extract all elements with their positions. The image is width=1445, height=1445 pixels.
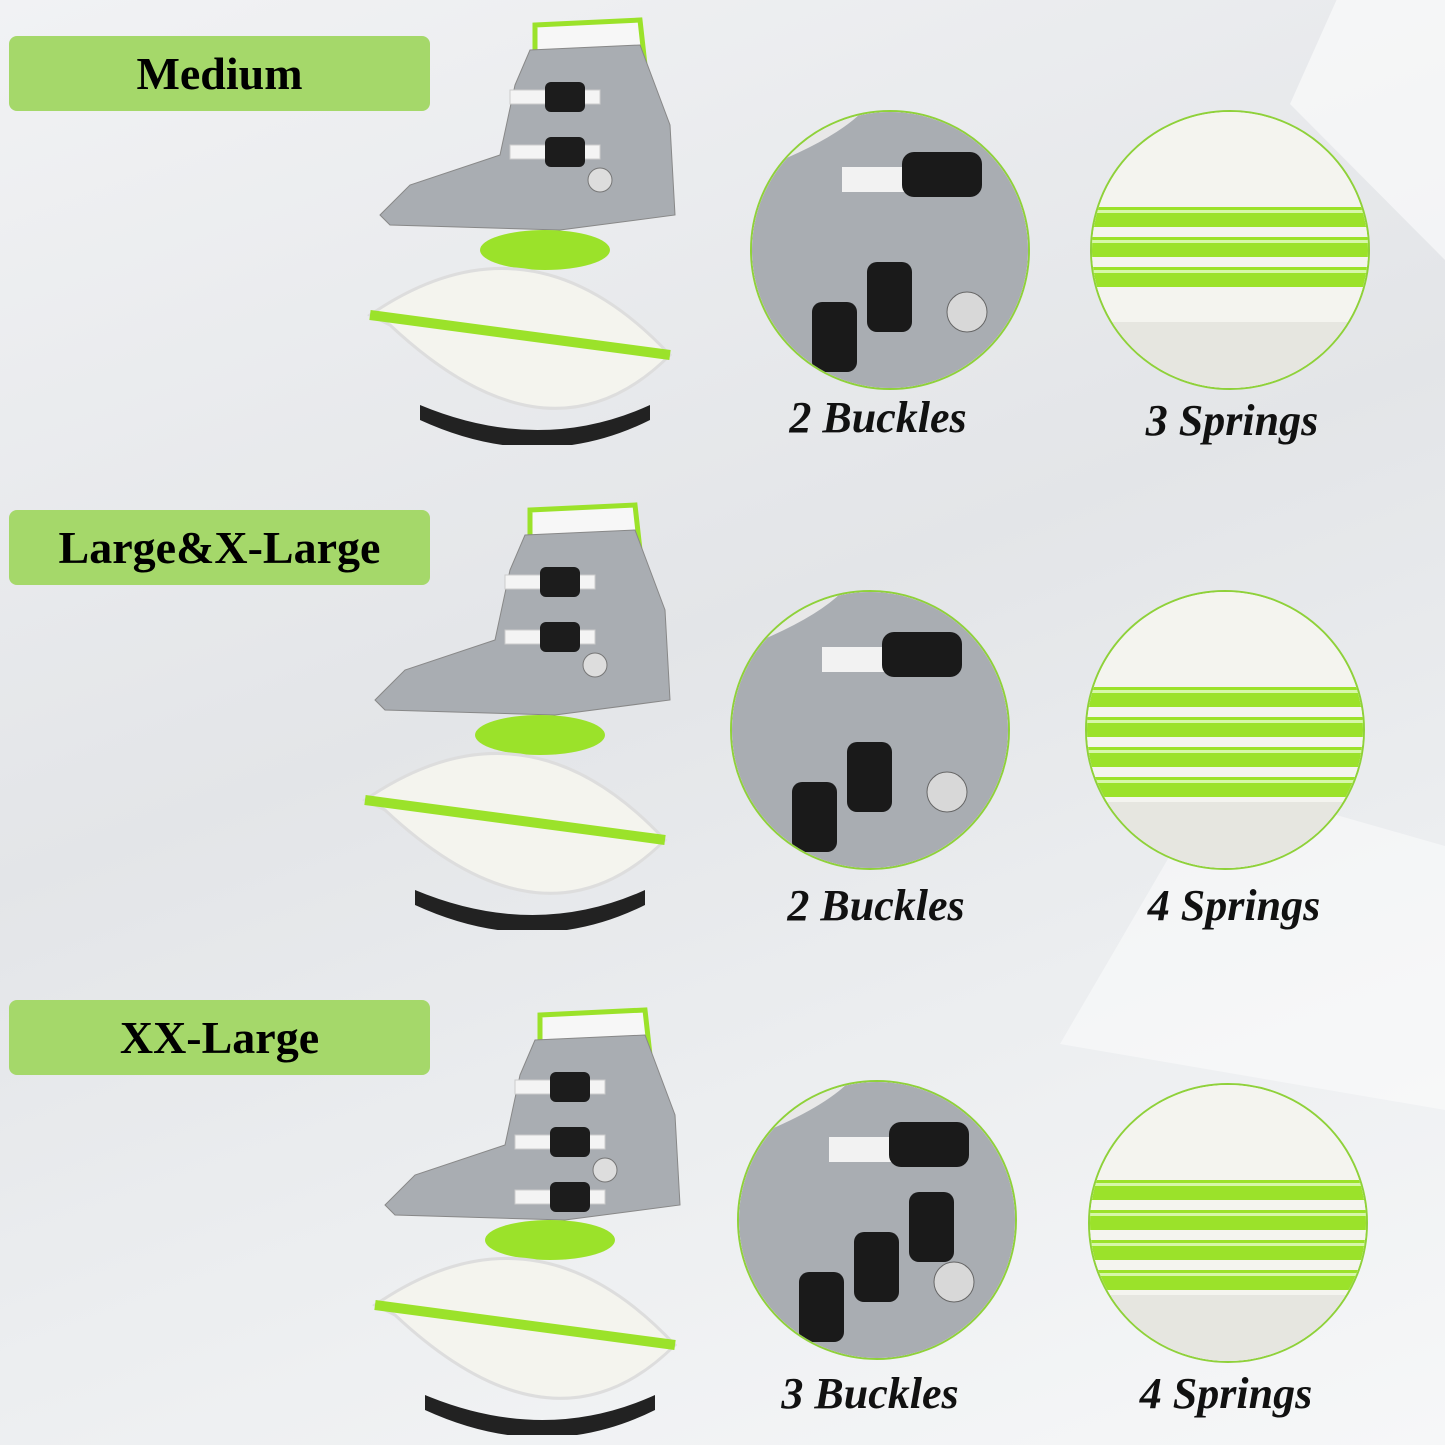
buckles-caption: 2 Buckles — [789, 393, 967, 442]
kangoo-shoe-large — [345, 490, 685, 933]
buckles-closeup — [750, 110, 1030, 390]
buckles-closeup — [730, 590, 1010, 870]
boot-shell — [374, 529, 671, 716]
buckle-icon — [514, 1182, 606, 1212]
buckle-icon — [504, 622, 596, 652]
boot-shell — [379, 44, 676, 231]
size-label-xx-large: XX-Large — [9, 1000, 430, 1075]
buckle-icon — [847, 742, 892, 812]
springs-caption: 3 Springs — [1145, 396, 1319, 445]
buckles-caption: 2 Buckles — [787, 881, 965, 930]
green-platform — [475, 715, 605, 755]
buckle-icon — [514, 1127, 606, 1157]
buckle-icon — [509, 82, 601, 112]
buckle-icon — [854, 1232, 899, 1302]
green-platform — [485, 1220, 615, 1260]
springs-closeup — [1085, 590, 1365, 870]
springs-caption: 4 Springs — [1139, 1369, 1313, 1418]
buckle-icon — [909, 1192, 954, 1262]
springs-closeup — [1090, 110, 1370, 390]
buckle-icon — [792, 782, 837, 852]
buckle-icon — [867, 262, 912, 332]
rubber-sole — [420, 405, 650, 448]
springs-caption: 4 Springs — [1147, 881, 1321, 930]
green-platform — [480, 230, 610, 270]
size-label-medium: Medium — [9, 36, 430, 111]
rubber-sole — [415, 890, 645, 933]
buckles-closeup — [737, 1080, 1017, 1360]
rubber-sole — [425, 1395, 655, 1438]
buckle-icon — [799, 1272, 844, 1342]
buckles-caption: 3 Buckles — [781, 1369, 959, 1418]
buckle-icon — [504, 567, 596, 597]
springs-closeup — [1088, 1083, 1368, 1363]
buckle-icon — [514, 1072, 606, 1102]
kangoo-shoe-medium — [350, 5, 690, 448]
buckle-icon — [509, 137, 601, 167]
size-label-large-xlarge: Large&X-Large — [9, 510, 430, 585]
kangoo-shoe-xx-large — [355, 995, 695, 1438]
buckle-icon — [812, 302, 857, 372]
